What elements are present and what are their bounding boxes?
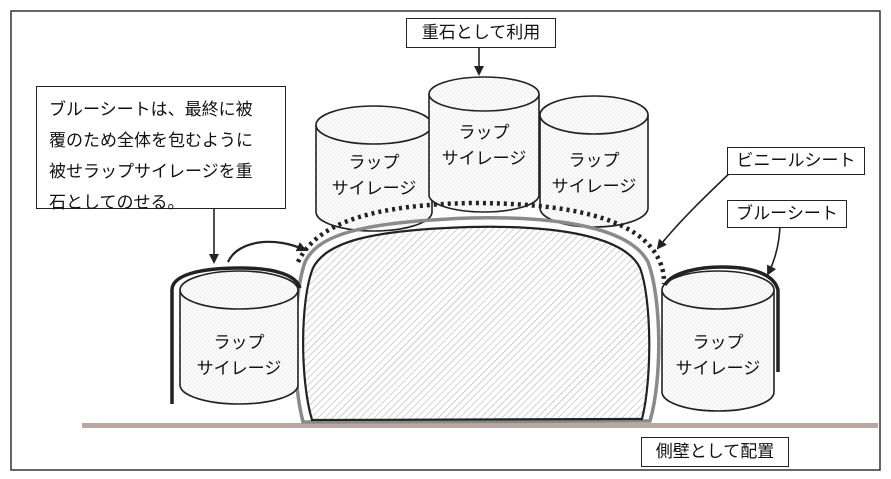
- note-line: 被せラップサイレージを重: [49, 162, 253, 182]
- cylinder-line1: ラップ: [213, 333, 265, 353]
- cylinder-line1: ラップ: [568, 151, 620, 171]
- cylinder-line1: ラップ: [348, 153, 400, 173]
- wrap-arrow: [226, 240, 307, 263]
- cylinder-top-left: [315, 105, 433, 232]
- note-line: 覆のため全体を包むように: [49, 131, 253, 151]
- arrow-vinyl: [656, 168, 735, 250]
- cylinder-right-label: ラップ サイレージ: [670, 330, 766, 382]
- cylinder-top-center-label: ラップ サイレージ: [436, 120, 532, 172]
- note-box: ブルーシートは、最終に被 覆のため全体を包むように 被せラップサイレージを重 石…: [36, 86, 286, 213]
- cylinder-top-right-label: ラップ サイレージ: [546, 148, 642, 200]
- cylinder-top-center: [428, 76, 540, 213]
- outer-frame: [10, 10, 881, 471]
- arrow-blue: [767, 221, 781, 276]
- cylinder-top-left-label: ラップ サイレージ: [326, 150, 422, 202]
- cylinder-left: [179, 270, 299, 405]
- cylinder-line2: サイレージ: [196, 359, 282, 379]
- ground-line: [82, 423, 878, 428]
- label-weight-use: 重石として利用: [406, 18, 556, 48]
- note-line: 石としてのせる。: [49, 193, 185, 213]
- label-side-wall: 側壁として配置: [641, 437, 789, 467]
- blue-sheet-left: [170, 266, 302, 404]
- cylinder-line2: サイレージ: [675, 359, 761, 379]
- cylinder-top-right: [539, 95, 649, 228]
- cylinder-right: [661, 270, 775, 412]
- cylinder-line2: サイレージ: [331, 179, 417, 199]
- note-line: ブルーシートは、最終に被: [49, 100, 253, 120]
- cylinder-line2: サイレージ: [551, 177, 637, 197]
- cylinder-line2: サイレージ: [441, 149, 527, 169]
- cylinder-left-label: ラップ サイレージ: [191, 330, 287, 382]
- silage-bale: [302, 225, 651, 422]
- cylinder-line1: ラップ: [692, 333, 744, 353]
- label-vinyl-sheet: ビニールシート: [727, 147, 865, 175]
- blue-sheet-right: [663, 265, 780, 372]
- vinyl-sheet-dotted: [295, 200, 667, 285]
- cylinder-line1: ラップ: [458, 123, 510, 143]
- label-blue-sheet: ブルーシート: [727, 200, 847, 228]
